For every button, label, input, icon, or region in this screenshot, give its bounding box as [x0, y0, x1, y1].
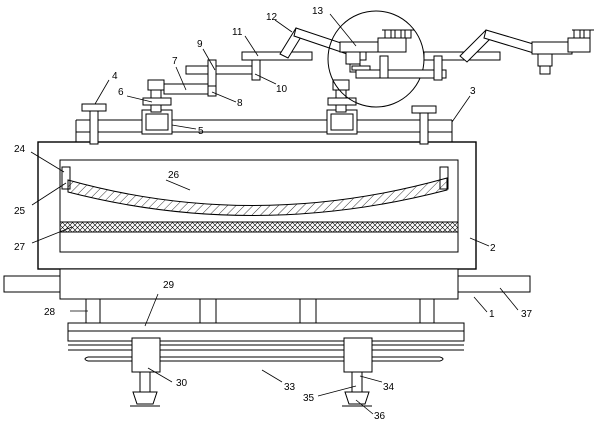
gripper-detail — [327, 10, 425, 108]
callout-9: 9 — [197, 39, 203, 50]
arm-assembly-left — [163, 27, 351, 97]
callout-6: 6 — [118, 87, 124, 98]
callout-33: 33 — [284, 382, 296, 393]
callout-10: 10 — [276, 84, 288, 95]
callout-34: 34 — [383, 382, 395, 393]
right-post-cap — [411, 105, 437, 114]
main-box — [37, 141, 477, 270]
callout-labels: 1 2 3 4 5 6 7 8 9 10 11 12 13 24 25 26 2… — [14, 6, 533, 422]
lower-frame — [67, 322, 465, 362]
left-post — [89, 109, 99, 145]
callout-37: 37 — [521, 309, 533, 320]
right-column — [326, 79, 358, 135]
right-cylinder — [342, 337, 373, 407]
right-rail — [457, 275, 531, 293]
left-cylinder — [130, 337, 161, 407]
callout-4: 4 — [112, 71, 118, 82]
base-platform — [3, 268, 531, 300]
callout-27: 27 — [14, 242, 26, 253]
callout-28: 28 — [44, 307, 56, 318]
callout-5: 5 — [198, 126, 204, 137]
legs — [85, 298, 435, 324]
leader-lines — [30, 13, 519, 415]
top-rail — [75, 103, 453, 145]
callout-26: 26 — [168, 170, 180, 181]
callout-2: 2 — [490, 243, 496, 254]
callout-25: 25 — [14, 206, 26, 217]
left-bracket — [61, 166, 71, 190]
callout-13: 13 — [312, 6, 324, 17]
arm-assembly-right — [355, 29, 594, 81]
right-post — [419, 111, 429, 145]
callout-29: 29 — [163, 280, 175, 291]
left-column — [141, 79, 173, 135]
callout-36: 36 — [374, 411, 386, 422]
callout-35: 35 — [303, 393, 315, 404]
callout-12: 12 — [266, 12, 278, 23]
callout-7: 7 — [172, 56, 178, 67]
left-post-cap — [81, 103, 107, 112]
callout-3: 3 — [470, 86, 476, 97]
callout-24: 24 — [14, 144, 26, 155]
left-rail — [3, 275, 61, 293]
callout-8: 8 — [237, 98, 243, 109]
curved-plate — [67, 177, 448, 216]
callout-11: 11 — [232, 27, 243, 38]
filter-mesh — [59, 221, 459, 233]
callout-30: 30 — [176, 378, 188, 389]
callout-1: 1 — [489, 309, 495, 320]
